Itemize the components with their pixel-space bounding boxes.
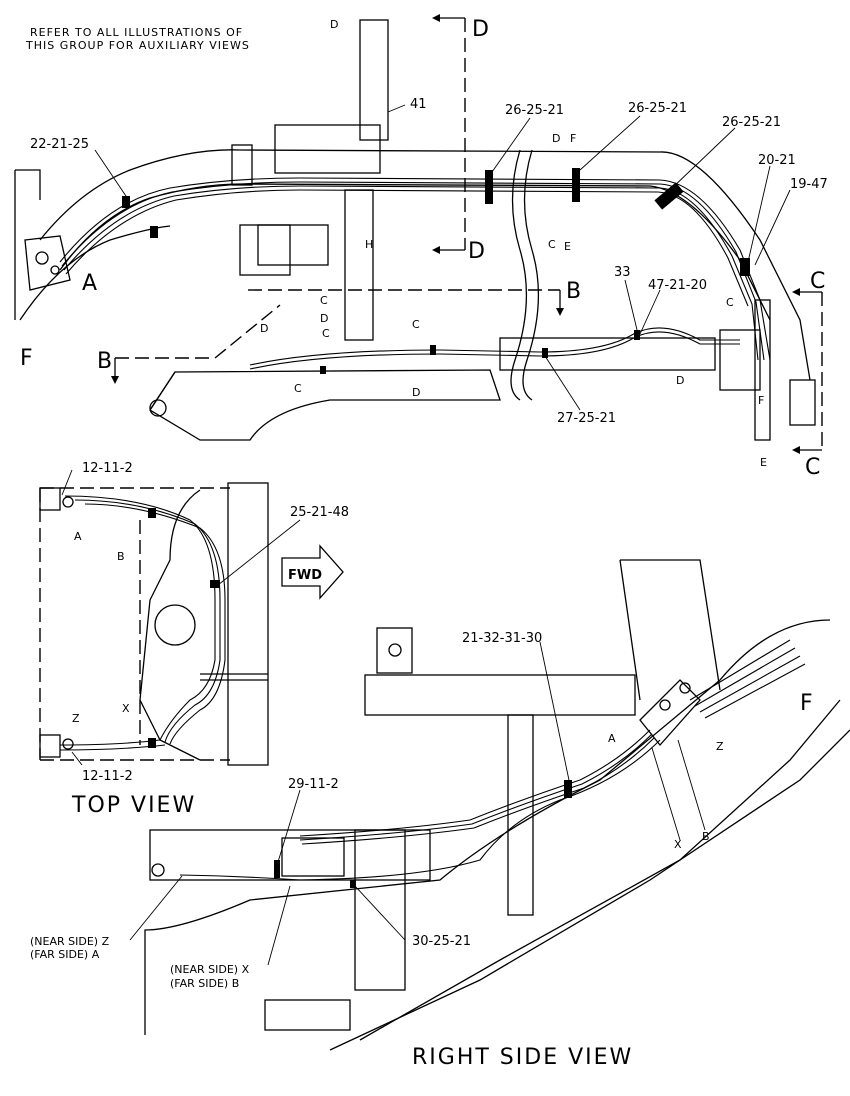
hose-letter-c: C [294,382,302,395]
fwd-arrow-label: FWD [288,568,322,583]
label-near-side-x: (NEAR SIDE) X [170,963,250,976]
hose-letter-e: E [564,240,571,253]
hose-letter-b: B [702,830,710,843]
view-a-marker: A [82,271,97,296]
hose-letter-x: X [122,702,130,715]
hose-letter-h: H [365,238,373,251]
section-d-bottom: D [468,239,485,264]
hose-letter-c: C [320,294,328,307]
label-near-side-z: (NEAR SIDE) Z [30,935,110,948]
hose-letter-d: D [552,132,560,145]
label-far-side-b: (FAR SIDE) B [170,977,239,990]
hose-letter-d: D [320,312,328,325]
hose-letter-d: D [676,374,684,387]
label-29-11-2: 29-11-2 [288,777,339,792]
hose-letter-x: X [674,838,682,851]
hose-letter-c: C [412,318,420,331]
label-far-side-a: (FAR SIDE) A [30,948,100,961]
section-b-left: B [97,349,112,374]
top-view-title: TOP VIEW [71,793,196,818]
label-41: 41 [410,97,427,112]
label-47-21-20: 47-21-20 [648,278,707,293]
note-line-1: REFER TO ALL ILLUSTRATIONS OF [30,26,243,39]
label-22-21-25: 22-21-25 [30,137,89,152]
view-f-marker-top: F [20,346,33,371]
label-33: 33 [614,265,631,280]
hose-letter-c: C [726,296,734,309]
hose-letter-d: D [412,386,420,399]
label-27-25-21: 27-25-21 [557,411,616,426]
hose-letter-e: E [760,456,767,469]
hose-letter-a: A [608,732,616,745]
label-20-21: 20-21 [758,153,796,168]
label-21-32-31-30: 21-32-31-30 [462,631,542,646]
label-30-25-21: 30-25-21 [412,934,471,949]
right-side-view: 21-32-31-30 F A Z X B 29-11-2 30-25-21 (… [30,559,850,1070]
label-25-21-48: 25-21-48 [290,505,349,520]
section-c-bottom: C [805,455,820,480]
hose-letter-c: C [322,327,330,340]
upper-detail: D D B B C C F 22-21-25 41 26-25-21 26-25… [14,14,828,480]
label-12-11-2-top: 12-11-2 [82,461,133,476]
hose-letter-f: F [758,394,764,407]
section-c-top: C [810,269,825,294]
hose-letter-d: D [260,322,268,335]
hose-letter-b: B [117,550,125,563]
hose-letter-f: F [570,132,576,145]
top-view: 12-11-2 A B 25-21-48 Z X 12-11-2 TOP VIE… [39,461,349,818]
label-26-25-21-a: 26-25-21 [505,103,564,118]
hose-letter-d: D [330,18,338,31]
label-26-25-21-c: 26-25-21 [722,115,781,130]
hose-letter-c: C [548,238,556,251]
label-19-47: 19-47 [790,177,828,192]
section-d-top: D [472,17,489,42]
label-12-11-2-bottom: 12-11-2 [82,769,133,784]
label-26-25-21-b: 26-25-21 [628,101,687,116]
note-line-2: THIS GROUP FOR AUXILIARY VIEWS [25,39,250,52]
hose-letter-a: A [74,530,82,543]
section-b-right: B [566,279,581,304]
hose-letter-z: Z [72,712,80,725]
view-f-marker-side: F [800,691,813,716]
right-side-view-title: RIGHT SIDE VIEW [412,1045,633,1070]
hose-letter-z: Z [716,740,724,753]
